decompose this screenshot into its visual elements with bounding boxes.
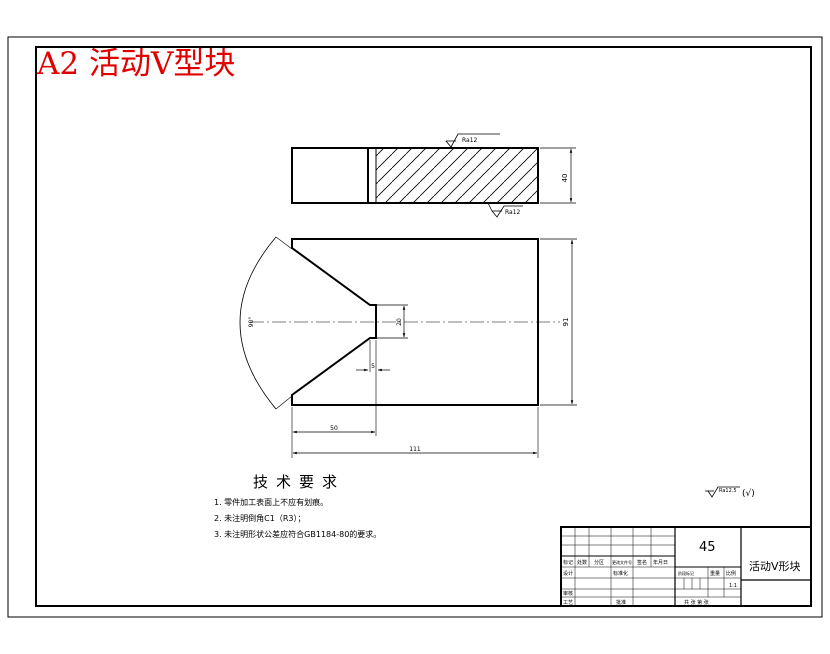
general-roughness-label: Ra12.5 (719, 488, 737, 494)
tb-part-name: 活动V形块 (749, 560, 801, 573)
general-roughness-tail: (√) (742, 488, 755, 499)
surface-callout-bottom: Ra12 (505, 209, 521, 216)
dim-total-width: 111 (409, 446, 421, 453)
tb-scale-label: 比例 (726, 570, 736, 577)
tb-row-label-5: 年月日 (653, 559, 668, 566)
tb-weight-label: 重量 (710, 570, 720, 577)
tb-std-label: 标准化 (613, 570, 628, 577)
tech-item-3: 3. 未注明形状公差应符合GB1184-80的要求。 (214, 529, 381, 539)
tb-left-label-2: 工艺 (563, 600, 573, 606)
dim-top-height: 40 (561, 174, 569, 183)
tb-row-label-1: 处数 (577, 559, 587, 566)
outer-frame (7, 36, 823, 618)
tech-item-2: 2. 未注明倒角C1（R3）； (214, 513, 306, 523)
dim-angle: 90° (248, 317, 255, 328)
tb-left-label-1: 审核 (563, 590, 573, 597)
title-block (560, 526, 812, 607)
surface-callout-top: Ra12 (462, 137, 478, 144)
dim-slot-height: 20 (396, 318, 403, 326)
tech-requirements: 技术要求 1. 零件加工表面上不应有划痕。 2. 未注明倒角C1（R3）； 3.… (214, 473, 381, 539)
tb-material: 45 (699, 540, 716, 555)
tb-row-label-3: 更改文件号 (612, 559, 632, 565)
general-roughness-symbol: Ra12.5 (√) (705, 486, 755, 499)
top-view: 40 Ra12 Ra12 (291, 133, 576, 218)
tb-sheet-text: 共 张 第 张 (684, 599, 709, 606)
front-view: 20 91 90° 5 50 111 (239, 236, 577, 458)
title-block-text: 标记 处数 分区 更改文件号 签名 年月日 设计 审核 工艺 标准化 批准 阶段… (563, 540, 801, 606)
tb-scale-value: 1:1 (729, 583, 737, 589)
tb-stage-label: 阶段标记 (678, 570, 694, 576)
tb-row-label-2: 分区 (594, 559, 604, 566)
tb-left-label-0: 设计 (563, 570, 573, 577)
dim-slot-width: 5 (371, 363, 375, 370)
tb-row-label-4: 签名 (637, 559, 647, 566)
tb-approve-label: 批准 (616, 599, 626, 606)
inner-frame (35, 46, 812, 607)
tb-row-label-0: 标记 (563, 559, 573, 566)
tech-title: 技术要求 (253, 473, 345, 491)
dim-left-offset: 50 (330, 425, 338, 432)
dim-total-height: 91 (562, 318, 570, 327)
page-title: A2 活动V型块 (36, 46, 235, 82)
tech-item-1: 1. 零件加工表面上不应有划痕。 (214, 497, 328, 507)
